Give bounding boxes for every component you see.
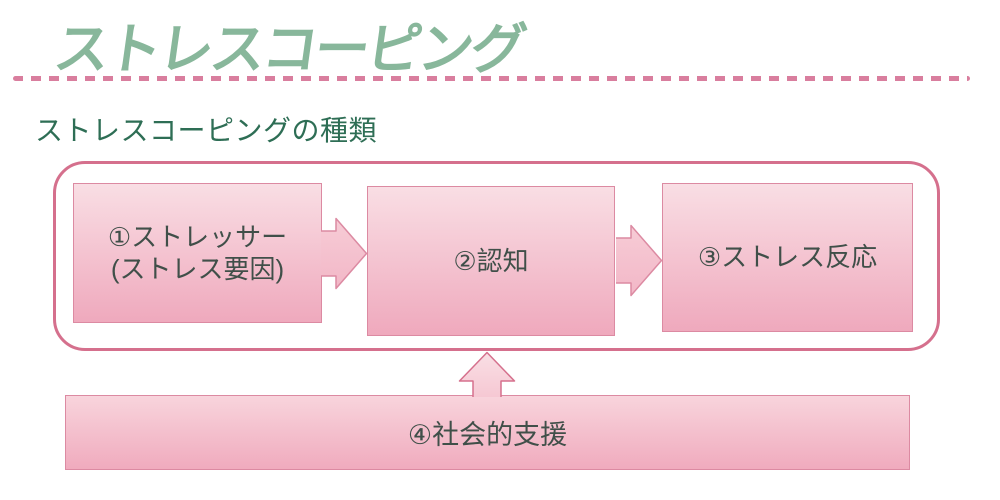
support-box-label: ④社会的支援 bbox=[407, 420, 568, 450]
flow-box-stressor: ①ストレッサー (ストレス要因) bbox=[73, 183, 322, 323]
title-underline bbox=[13, 76, 970, 81]
right-arrow-icon bbox=[321, 217, 368, 290]
flow-box-cognition: ②認知 bbox=[367, 186, 615, 336]
flow-box-stressor-label-line1: ①ストレッサー bbox=[107, 221, 288, 252]
flow-box-stress-response: ③ストレス反応 bbox=[662, 183, 913, 332]
up-arrow-icon bbox=[458, 351, 516, 397]
flow-box-stressor-label-line2: (ストレス要因) bbox=[110, 254, 285, 284]
flow-box-stress-response-label: ③ストレス反応 bbox=[697, 242, 878, 273]
section-heading: ストレスコーピングの種類 bbox=[35, 115, 378, 146]
support-box: ④社会的支援 bbox=[65, 395, 910, 470]
page-title: ストレスコーピング bbox=[50, 18, 528, 80]
flow-box-cognition-label: ②認知 bbox=[453, 245, 529, 276]
right-arrow-icon bbox=[616, 224, 663, 297]
